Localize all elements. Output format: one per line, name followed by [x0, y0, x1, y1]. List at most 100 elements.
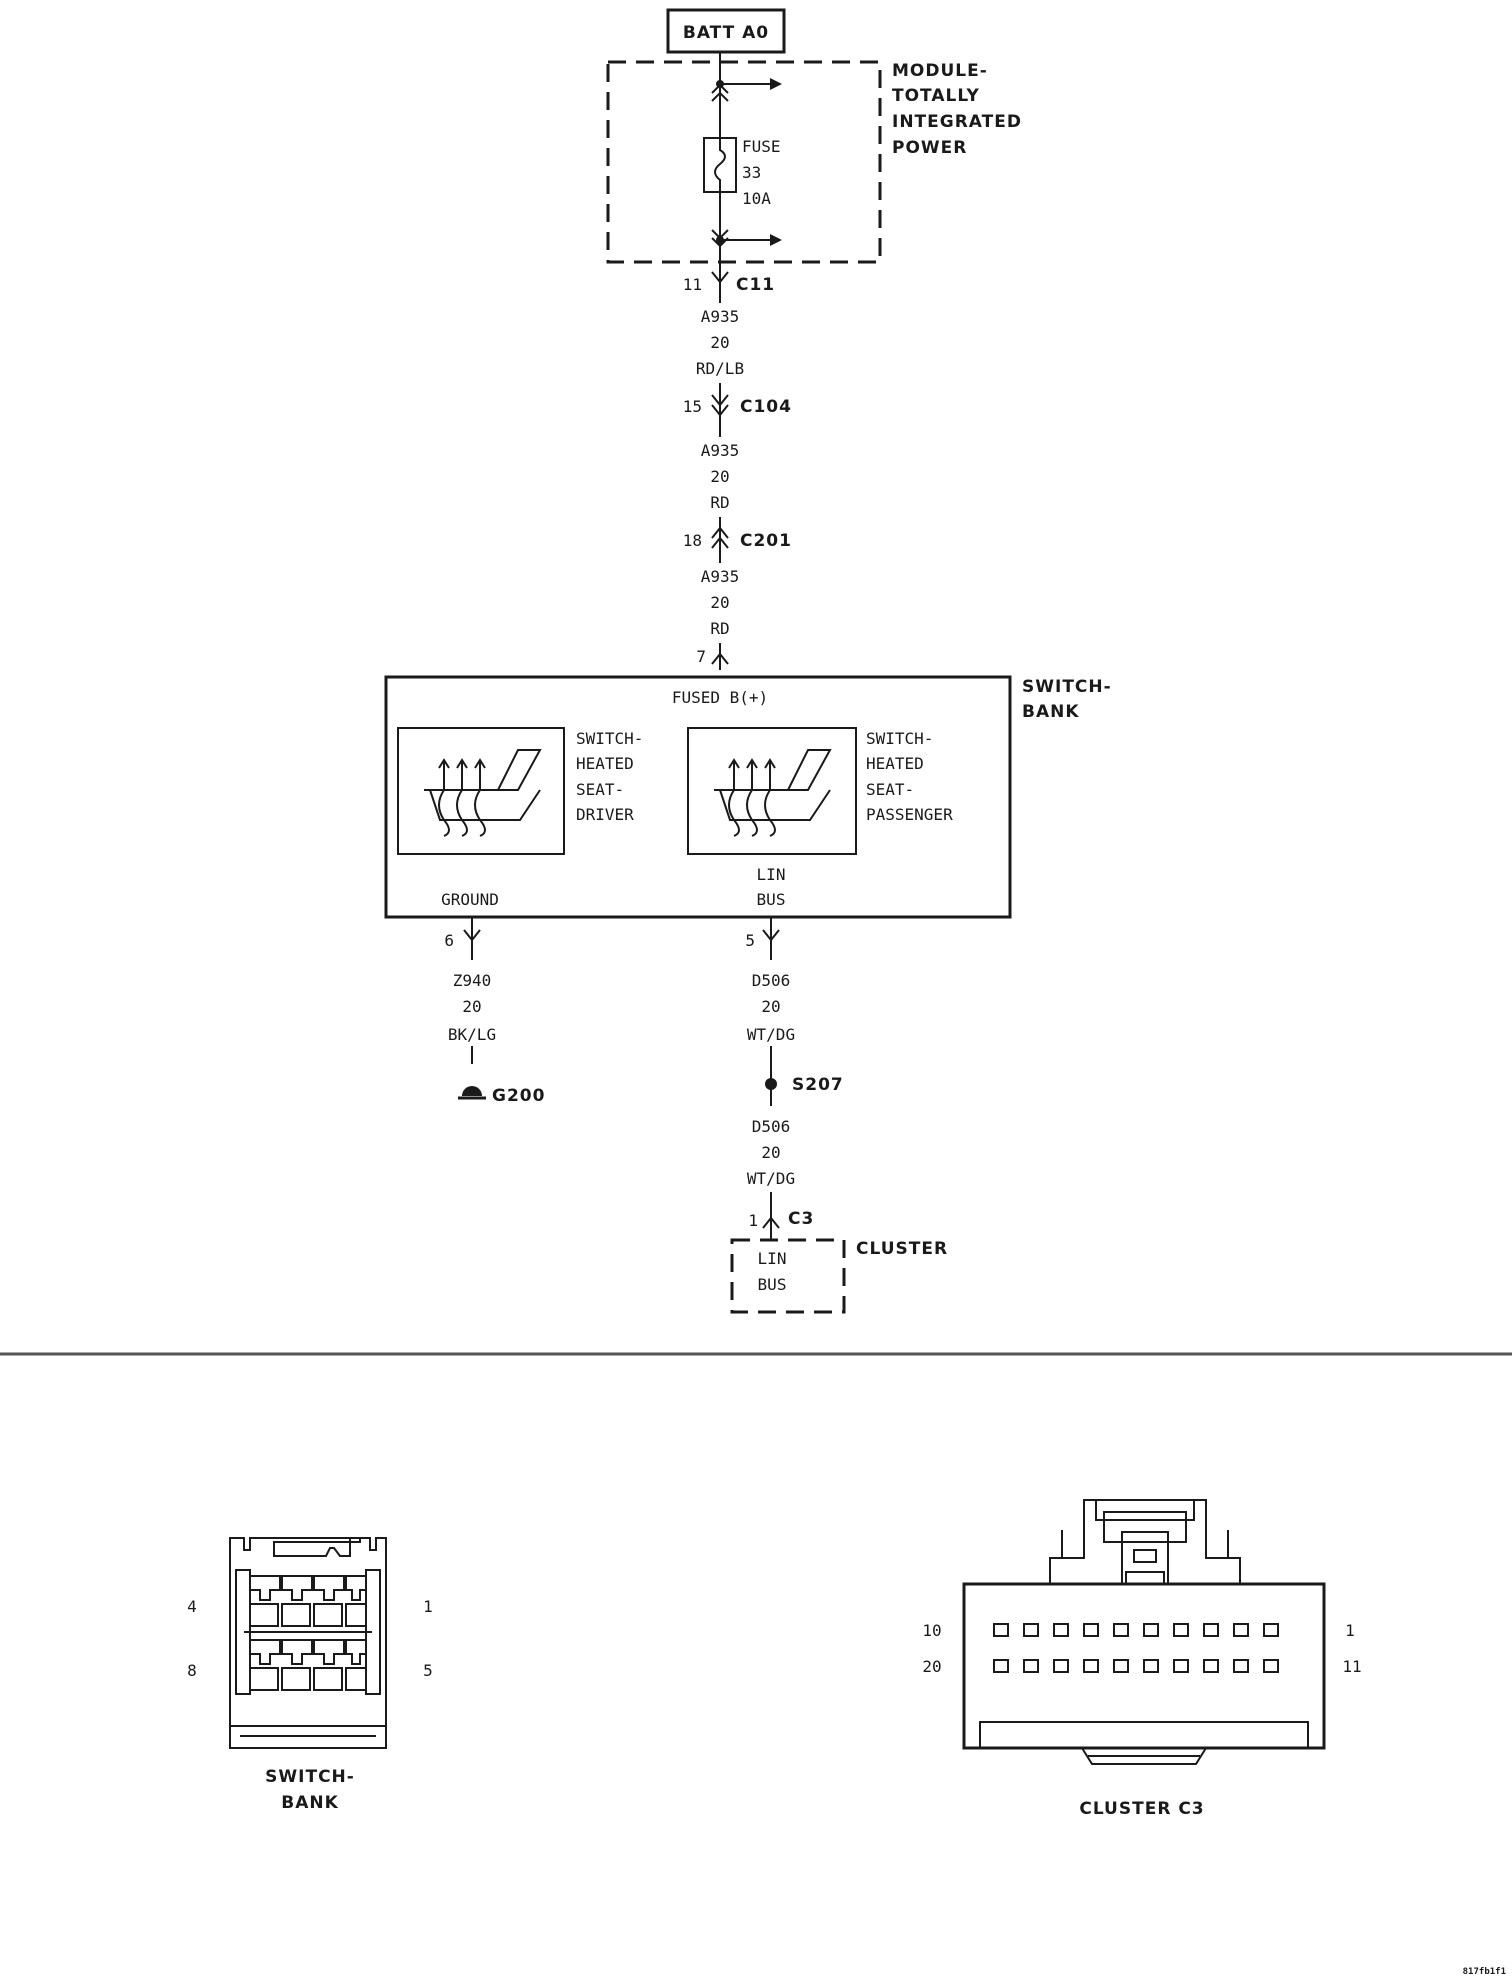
passenger-switch-label: SWITCH- HEATED SEAT- PASSENGER [866, 729, 953, 824]
sb-view-pin-1: 1 [423, 1597, 433, 1616]
svg-text:10A: 10A [742, 189, 771, 208]
fuse-element-icon [714, 138, 726, 192]
switch-bank-pin7-icon [711, 652, 729, 665]
svg-text:Z940: Z940 [453, 971, 492, 990]
switch-bank-pin5: 5 [745, 931, 755, 950]
svg-text:20: 20 [761, 1143, 780, 1162]
fused-b-plus-label: FUSED B(+) [672, 688, 768, 707]
c104-connector-icon [711, 394, 729, 407]
switch-bank-pin7: 7 [696, 647, 706, 666]
sb-view-pin-4: 4 [187, 1597, 197, 1616]
figure-code: 817fb1f1 [1463, 1967, 1506, 1977]
svg-text:DRIVER: DRIVER [576, 805, 634, 824]
svg-text:SWITCH-: SWITCH- [265, 1767, 355, 1787]
svg-text:INTEGRATED: INTEGRATED [892, 112, 1022, 132]
svg-text:BUS: BUS [758, 1275, 787, 1294]
svg-text:RD/LB: RD/LB [696, 359, 744, 378]
svg-text:SWITCH-: SWITCH- [576, 729, 643, 748]
fuse-label: FUSE 33 10A [742, 137, 781, 208]
svg-text:BUS: BUS [757, 890, 786, 909]
switch-bank-box [384, 675, 1012, 919]
svg-text:BK/LG: BK/LG [448, 1025, 496, 1044]
svg-text:BANK: BANK [1022, 702, 1080, 722]
batt-box [666, 8, 786, 54]
driver-seat-switch [397, 727, 565, 855]
svg-text:RD: RD [710, 493, 729, 512]
svg-text:TOTALLY: TOTALLY [892, 86, 980, 106]
svg-text:SWITCH-: SWITCH- [866, 729, 933, 748]
svg-text:SWITCH-: SWITCH- [1022, 677, 1112, 697]
cluster-title: CLUSTER [856, 1239, 948, 1259]
svg-text:33: 33 [742, 163, 761, 182]
ground-g200-icon [458, 1086, 486, 1100]
wire-seg3-label: A935 20 RD [690, 563, 750, 643]
switch-bank-pin6: 6 [444, 931, 454, 950]
c3-view-pin-20: 20 [922, 1657, 941, 1676]
tipm-module-box [606, 60, 882, 264]
tipm-title: MODULE- TOTALLY INTEGRATED POWER [892, 61, 1022, 158]
passenger-heated-seat-icon [714, 749, 832, 837]
svg-text:20: 20 [710, 593, 729, 612]
c11-name: C11 [736, 275, 775, 295]
c3-view-pin-11: 11 [1342, 1657, 1361, 1676]
lin-wire-1-label: D506 20 WT/DG [734, 960, 808, 1046]
svg-text:FUSE: FUSE [742, 137, 781, 156]
switch-bank-pin5-icon [762, 929, 780, 942]
c201-name: C201 [740, 531, 792, 551]
c201-pin: 18 [683, 531, 702, 550]
svg-text:20: 20 [462, 997, 481, 1016]
c11-connector-icon [711, 271, 729, 284]
batt-label: BATT A0 [683, 23, 769, 43]
c104-name: C104 [740, 397, 792, 417]
sb-view-pin-8: 8 [187, 1661, 197, 1680]
svg-text:A935: A935 [701, 441, 740, 460]
svg-text:A935: A935 [701, 307, 740, 326]
lin-bus-pin-label: LIN BUS [757, 865, 786, 909]
c3-pin: 1 [748, 1211, 758, 1230]
sb-view-pin-5: 5 [423, 1661, 433, 1680]
g200-label: G200 [492, 1086, 545, 1106]
s207-label: S207 [792, 1075, 844, 1095]
lin-wire-2-label: D506 20 WT/DG [734, 1106, 808, 1192]
svg-text:POWER: POWER [892, 138, 967, 158]
svg-text:HEATED: HEATED [576, 754, 634, 773]
cluster-c3-connector-caption: CLUSTER C3 [1079, 1799, 1204, 1819]
svg-text:LIN: LIN [758, 1249, 787, 1268]
driver-heated-seat-icon [424, 749, 542, 837]
wire-seg1-label: A935 20 RD/LB [690, 303, 750, 383]
svg-text:D506: D506 [752, 1117, 791, 1136]
cluster-lin-bus-label: LIN BUS [758, 1249, 787, 1294]
svg-text:WT/DG: WT/DG [747, 1169, 795, 1188]
svg-text:PASSENGER: PASSENGER [866, 805, 953, 824]
c201-connector-icon [711, 526, 729, 539]
svg-text:20: 20 [710, 333, 729, 352]
svg-text:MODULE-: MODULE- [892, 61, 988, 81]
svg-text:20: 20 [710, 467, 729, 486]
ground-pin-label: GROUND [441, 890, 499, 909]
svg-text:RD: RD [710, 619, 729, 638]
c3-view-pin-1: 1 [1345, 1621, 1355, 1640]
svg-text:HEATED: HEATED [866, 754, 924, 773]
c3-connector-icon [762, 1216, 780, 1229]
passenger-seat-switch [687, 727, 857, 855]
c3-name: C3 [788, 1209, 814, 1229]
svg-text:D506: D506 [752, 971, 791, 990]
svg-text:A935: A935 [701, 567, 740, 586]
switch-bank-title: SWITCH- BANK [1022, 677, 1112, 722]
driver-switch-label: SWITCH- HEATED SEAT- DRIVER [576, 729, 643, 824]
c11-pin: 11 [683, 275, 702, 294]
svg-text:WT/DG: WT/DG [747, 1025, 795, 1044]
svg-text:BANK: BANK [281, 1793, 339, 1813]
switch-bank-connector-caption: SWITCH- BANK [265, 1767, 355, 1813]
switch-bank-pin6-icon [463, 929, 481, 942]
svg-text:LIN: LIN [757, 865, 786, 884]
ground-wire-label: Z940 20 BK/LG [438, 960, 506, 1046]
c3-view-pin-10: 10 [922, 1621, 941, 1640]
splice-s207-icon [765, 1078, 777, 1090]
wire-seg2-label: A935 20 RD [690, 437, 750, 517]
cluster-c3-connector-view [962, 1499, 1326, 1765]
svg-text:SEAT-: SEAT- [866, 780, 914, 799]
cluster-box [730, 1238, 846, 1314]
svg-text:20: 20 [761, 997, 780, 1016]
